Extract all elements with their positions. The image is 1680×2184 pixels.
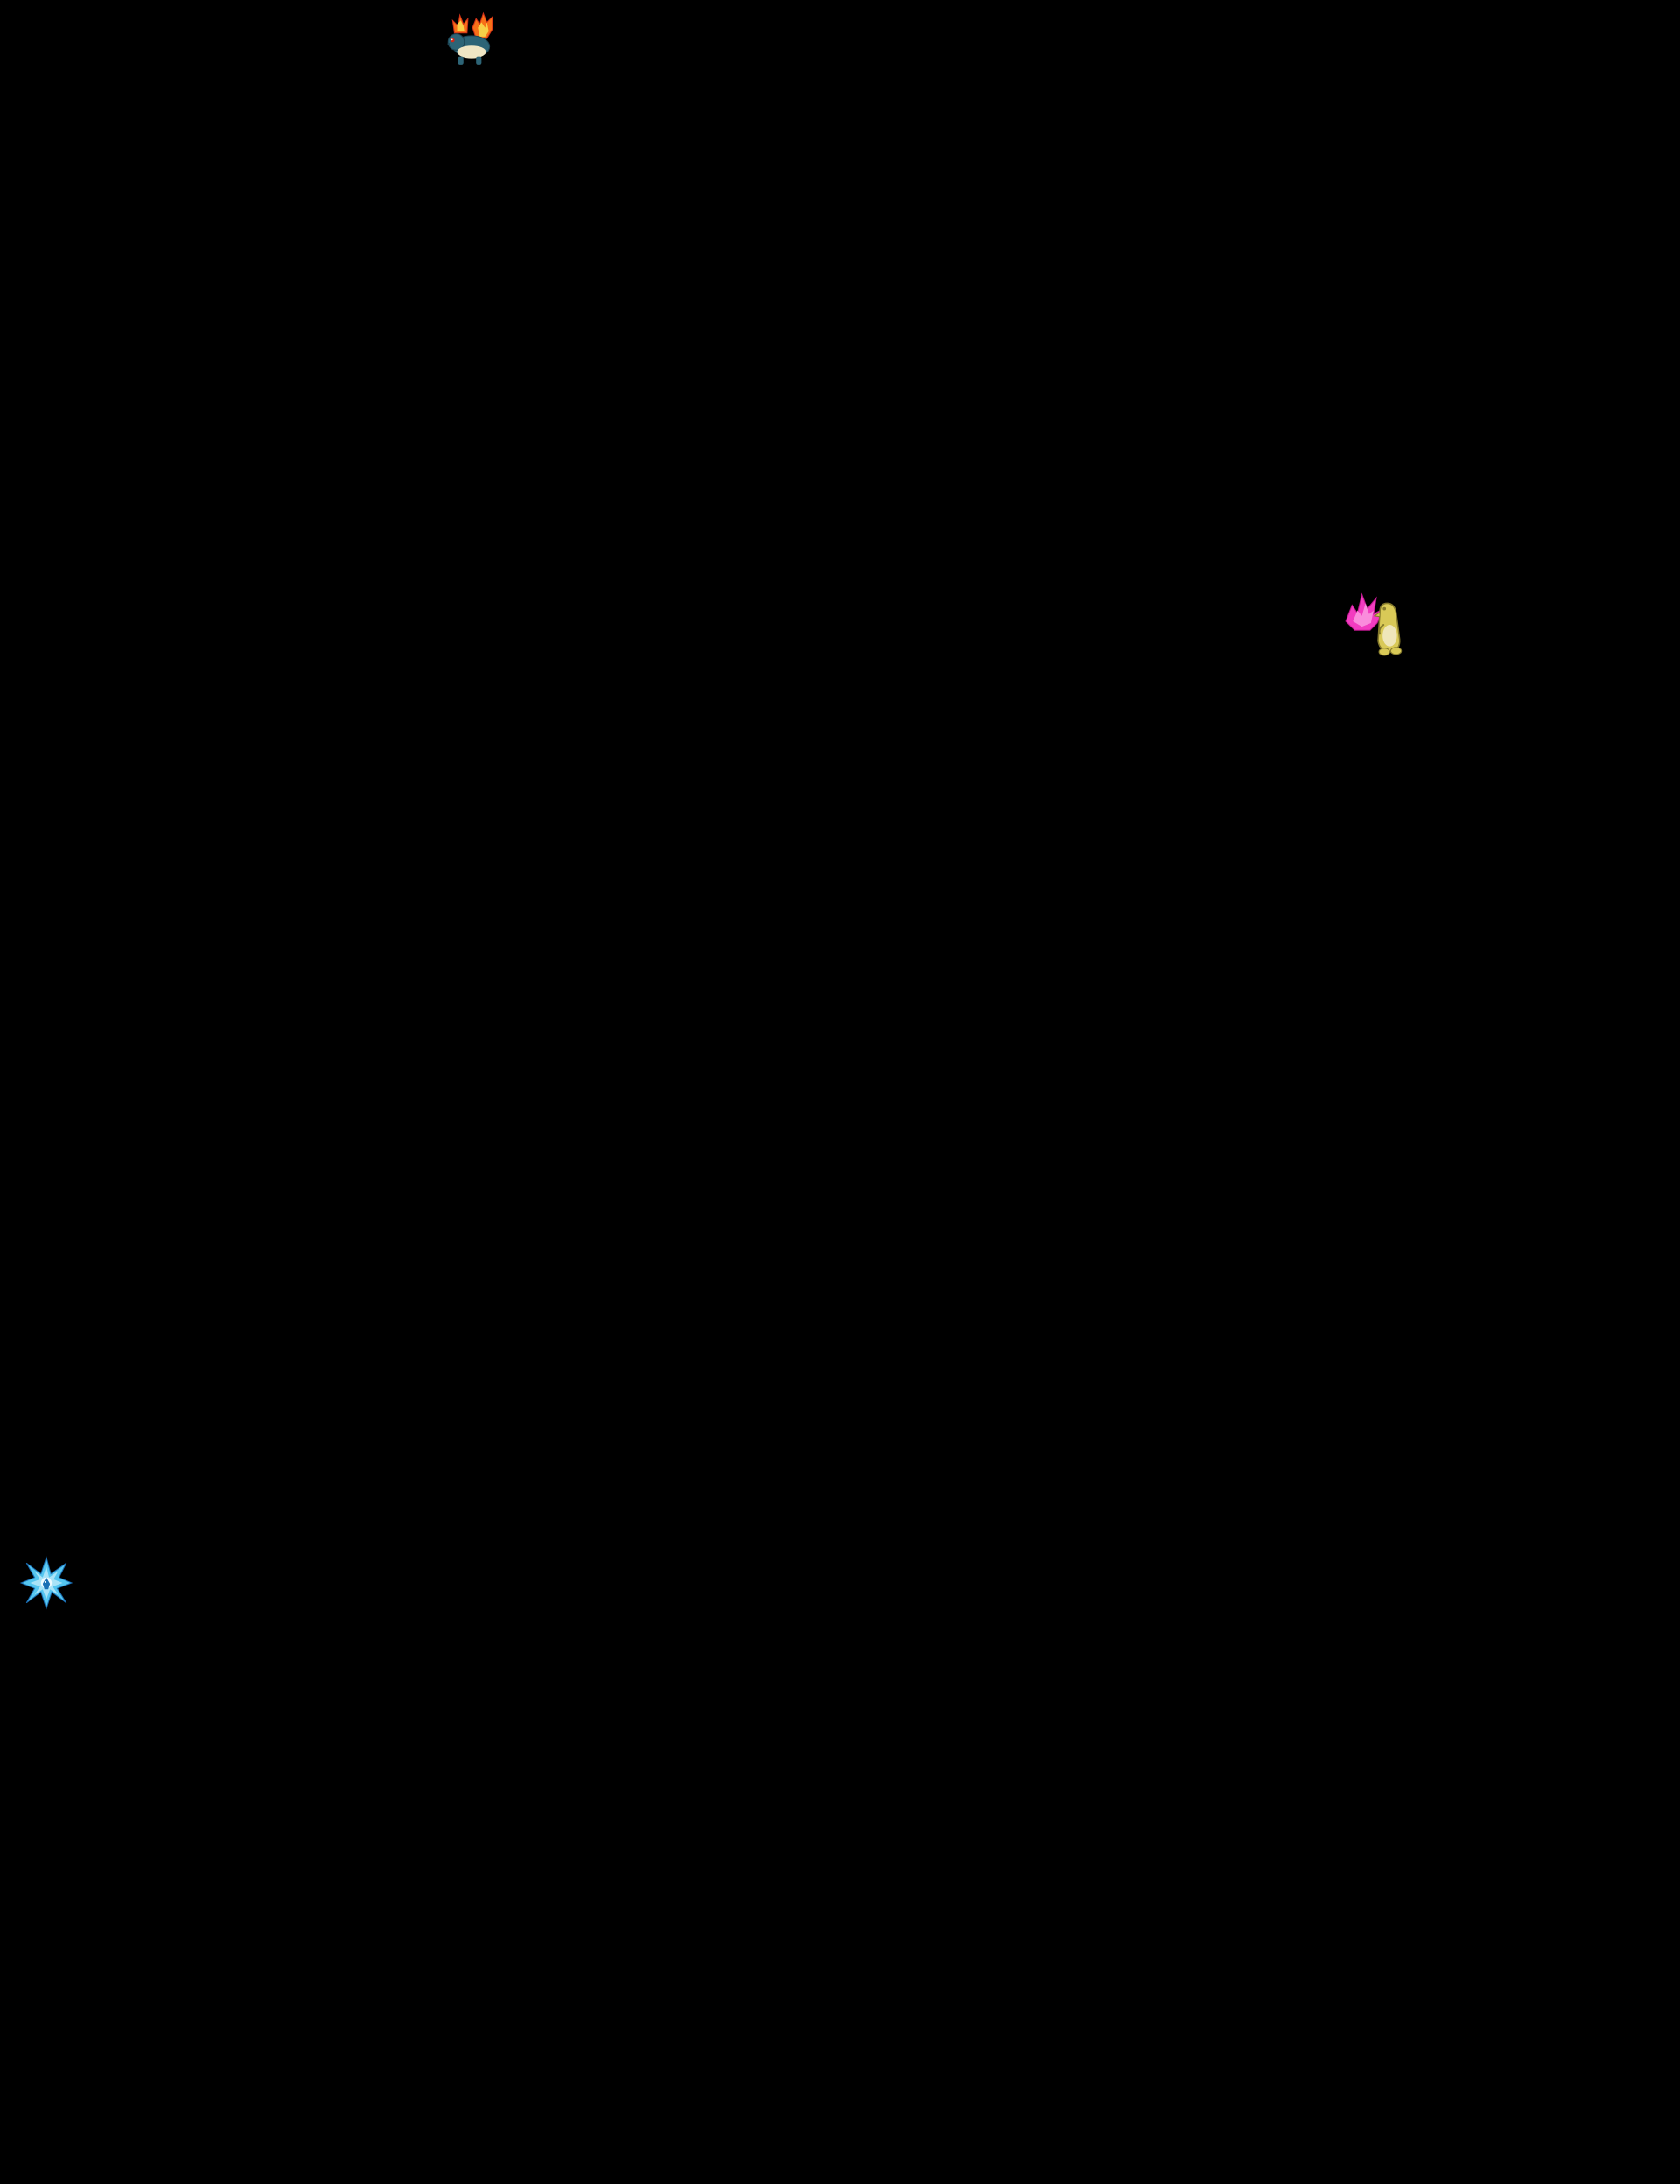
pink-flame-creature-sprite[interactable] xyxy=(1344,589,1410,657)
blue-burst-creature-sprite[interactable] xyxy=(19,1556,74,1610)
quilava-sprite-icon xyxy=(447,11,494,65)
fire-back-quadruped-sprite[interactable] xyxy=(445,11,496,69)
shiny-typhlosion-sprite-icon xyxy=(1345,592,1403,656)
blue-burst-sprite-icon xyxy=(19,1556,74,1610)
